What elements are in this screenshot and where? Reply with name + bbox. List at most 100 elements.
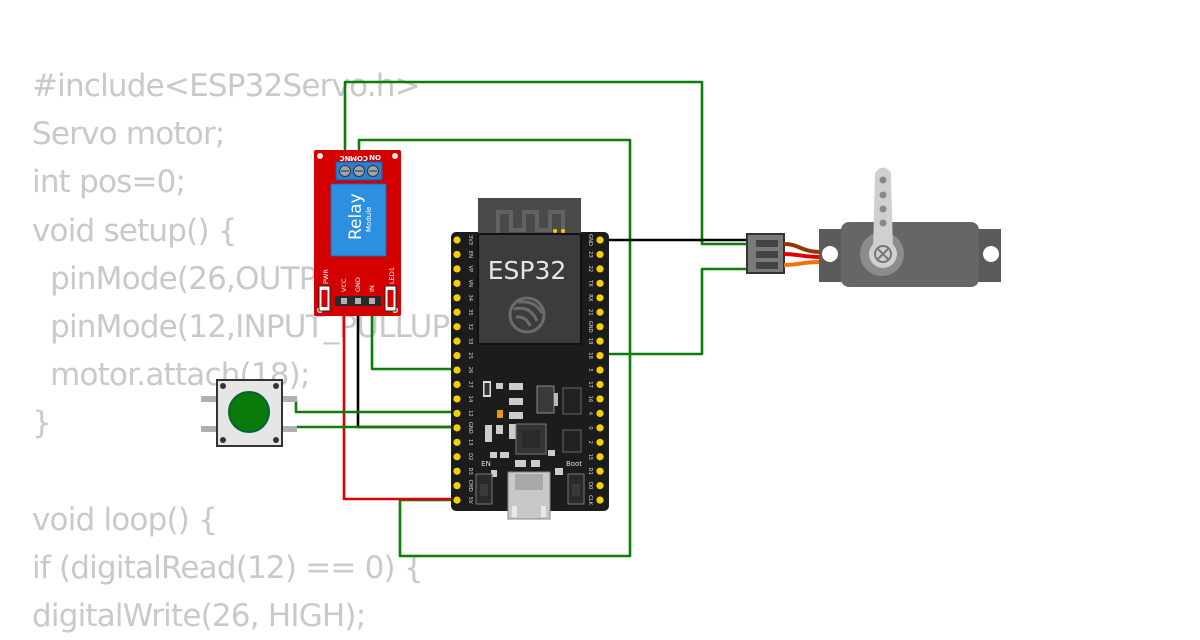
esp32-pin-label: 26 <box>467 367 473 374</box>
wires <box>294 80 750 558</box>
wire-relay-com-to-servo[interactable] <box>343 80 750 246</box>
esp32-pin[interactable] <box>453 366 461 374</box>
servo-motor[interactable] <box>746 167 1001 288</box>
esp32-pin[interactable] <box>453 409 461 417</box>
esp32-pin[interactable] <box>453 294 461 302</box>
push-button-cap[interactable] <box>228 391 270 433</box>
esp32-left-pins <box>453 236 461 504</box>
esp32-pin-label: 3V3 <box>467 235 473 245</box>
esp32-pin[interactable] <box>596 265 604 273</box>
esp32-pin-label: RX <box>587 294 593 302</box>
esp32-pin-label: 19 <box>587 338 593 345</box>
esp32-pin[interactable] <box>453 308 461 316</box>
relay-module[interactable]: NC COM NO Relay Module PWR LED1 VCC GND … <box>314 150 401 316</box>
esp32-pin[interactable] <box>596 308 604 316</box>
push-button[interactable] <box>201 379 297 447</box>
relay-pwr-label: PWR <box>322 269 330 284</box>
esp32-pin-label: 23 <box>587 251 593 258</box>
esp32-pin-label: VP <box>467 266 473 273</box>
esp32-pin[interactable] <box>596 236 604 244</box>
code-line: digitalWrite(26, HIGH); <box>32 598 366 635</box>
boot-label: Boot <box>566 460 582 468</box>
esp32-pin-label: 13 <box>467 439 473 446</box>
esp32-pin-label: 2 <box>587 441 593 444</box>
wire-relay-in-to-26[interactable] <box>370 300 457 371</box>
esp32-pin-label: VN <box>467 280 473 288</box>
esp32-pin-label: 25 <box>467 352 473 359</box>
esp32-pin[interactable] <box>596 323 604 331</box>
esp32-chip-label: ESP32 <box>488 256 567 285</box>
esp32-pin[interactable] <box>596 424 604 432</box>
esp32-pin[interactable] <box>596 453 604 461</box>
esp32-pin[interactable] <box>453 496 461 504</box>
esp32-pin[interactable] <box>596 279 604 287</box>
esp32-pin[interactable] <box>596 467 604 475</box>
esp32-pin[interactable] <box>596 337 604 345</box>
code-line: #include<ESP32Servo.h> <box>32 68 421 104</box>
esp32-right-pins <box>596 236 604 504</box>
code-line: int pos=0; <box>32 164 186 201</box>
wire-button-to-12[interactable] <box>294 400 457 414</box>
esp32-pin[interactable] <box>596 294 604 302</box>
esp32-pin[interactable] <box>453 438 461 446</box>
esp32-pin[interactable] <box>453 453 461 461</box>
esp32-pin-label: D1 <box>587 468 593 475</box>
relay-led-label: LED1 <box>388 267 396 284</box>
esp32-pin-label: 17 <box>587 381 593 388</box>
relay-pin-vcc: VCC <box>340 278 348 292</box>
en-label: EN <box>481 460 491 468</box>
esp32-pin[interactable] <box>453 250 461 259</box>
esp32-antenna <box>478 198 581 236</box>
esp32-board[interactable]: ESP32 3V3ENVPVN343532332526271412GND13D2… <box>451 198 609 520</box>
code-line: void loop() { <box>32 501 218 538</box>
esp32-pin[interactable] <box>596 438 604 446</box>
esp32-pin[interactable] <box>453 337 461 345</box>
esp32-pin[interactable] <box>453 482 461 490</box>
relay-pin-no: NO <box>369 154 381 162</box>
code-line: Servo motor; <box>32 116 225 153</box>
esp32-module <box>477 233 582 345</box>
en-button[interactable] <box>475 473 493 505</box>
relay-top-pin-labels: NC COM NO <box>340 154 381 162</box>
esp32-pin-label: GND <box>587 321 593 333</box>
esp32-pin-label: 4 <box>587 412 593 416</box>
esp32-pin-label: 33 <box>467 338 473 345</box>
esp32-pin-label: D3 <box>467 468 473 475</box>
esp32-pin[interactable] <box>453 424 461 432</box>
esp32-pin[interactable] <box>596 496 604 504</box>
esp32-pin[interactable] <box>453 323 461 331</box>
esp32-pin[interactable] <box>453 265 461 273</box>
wire-servo-signal-18[interactable] <box>600 267 750 356</box>
esp32-pin-label: 22 <box>587 266 593 273</box>
relay-bottom-pin-labels: VCC GND IN <box>340 277 376 292</box>
esp32-pin[interactable] <box>453 352 461 360</box>
esp32-pin[interactable] <box>596 366 604 374</box>
relay-pin-com: COM <box>350 154 368 162</box>
boot-button[interactable] <box>567 473 585 505</box>
esp32-pin-label: 27 <box>467 381 473 388</box>
esp32-pin[interactable] <box>596 482 604 490</box>
esp32-pin[interactable] <box>596 250 604 259</box>
esp32-pin-label: 12 <box>467 410 473 417</box>
esp32-pin[interactable] <box>596 409 604 417</box>
esp32-pin[interactable] <box>453 395 461 403</box>
wire-relay-vcc-red[interactable] <box>342 300 457 501</box>
relay-pin-in: IN <box>368 285 376 292</box>
esp32-pin[interactable] <box>596 380 604 389</box>
esp32-pin-label: 5 <box>587 368 593 371</box>
esp32-pin-label: 34 <box>467 294 473 301</box>
esp32-pin-label: 14 <box>467 396 473 403</box>
esp32-pin[interactable] <box>453 380 461 389</box>
code-listing: #include<ESP32Servo.h> Servo motor; int po… <box>32 62 471 640</box>
esp32-pin-label: 15 <box>587 453 593 460</box>
code-line: pinMode(12,INPUT_PULLUP); <box>32 308 471 345</box>
esp32-pin[interactable] <box>596 352 604 360</box>
esp32-pin[interactable] <box>453 467 461 475</box>
esp32-pin-label: 0 <box>587 426 593 429</box>
esp32-pin[interactable] <box>453 279 461 287</box>
esp32-components <box>483 381 582 477</box>
wifi-icon <box>496 210 565 236</box>
esp32-pin[interactable] <box>596 395 604 403</box>
esp32-pin[interactable] <box>453 236 461 244</box>
